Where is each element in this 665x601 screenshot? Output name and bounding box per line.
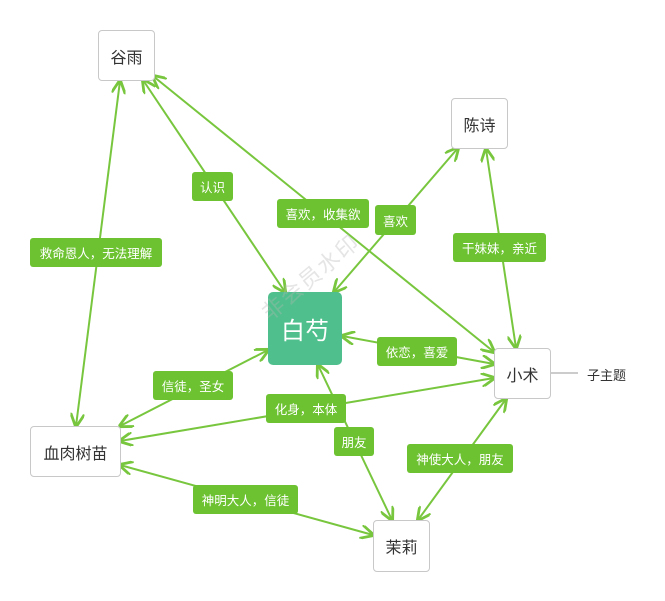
edge-label-guyu-baishao[interactable]: 认识	[192, 172, 233, 201]
edge-label-chenshi-xiaoshu[interactable]: 干妹妹，亲近	[453, 233, 546, 262]
edge-label-chenshi-baishao[interactable]: 喜欢	[375, 205, 416, 235]
subtopic-label[interactable]: 子主题	[587, 369, 627, 384]
edge-label-xiaoshu-moli[interactable]: 神使大人，朋友	[407, 444, 513, 473]
edge-label-guyu-xiaoshu[interactable]: 喜欢，收集欲	[277, 199, 369, 228]
edge-label-xuerou-moli[interactable]: 神明大人，信徒	[193, 485, 298, 514]
node-moli[interactable]: 茉莉	[373, 520, 430, 572]
node-xiaoshu[interactable]: 小术	[494, 348, 551, 399]
edge-label-guyu-xuerou[interactable]: 救命恩人，无法理解	[30, 238, 162, 267]
node-chenshi[interactable]: 陈诗	[451, 98, 508, 149]
node-xuerou[interactable]: 血肉树苗	[30, 426, 121, 477]
edge-label-xiaoshu-baishao[interactable]: 依恋，喜爱	[377, 337, 457, 366]
edge-label-baishao-moli[interactable]: 朋友	[334, 427, 374, 456]
edge-label-baishao-xuerou[interactable]: 信徒，圣女	[153, 371, 233, 400]
node-guyu[interactable]: 谷雨	[98, 30, 155, 81]
edge-label-xiaoshu-xuerou[interactable]: 化身，本体	[266, 394, 346, 423]
node-baishao-central[interactable]: 白芍	[268, 292, 342, 365]
